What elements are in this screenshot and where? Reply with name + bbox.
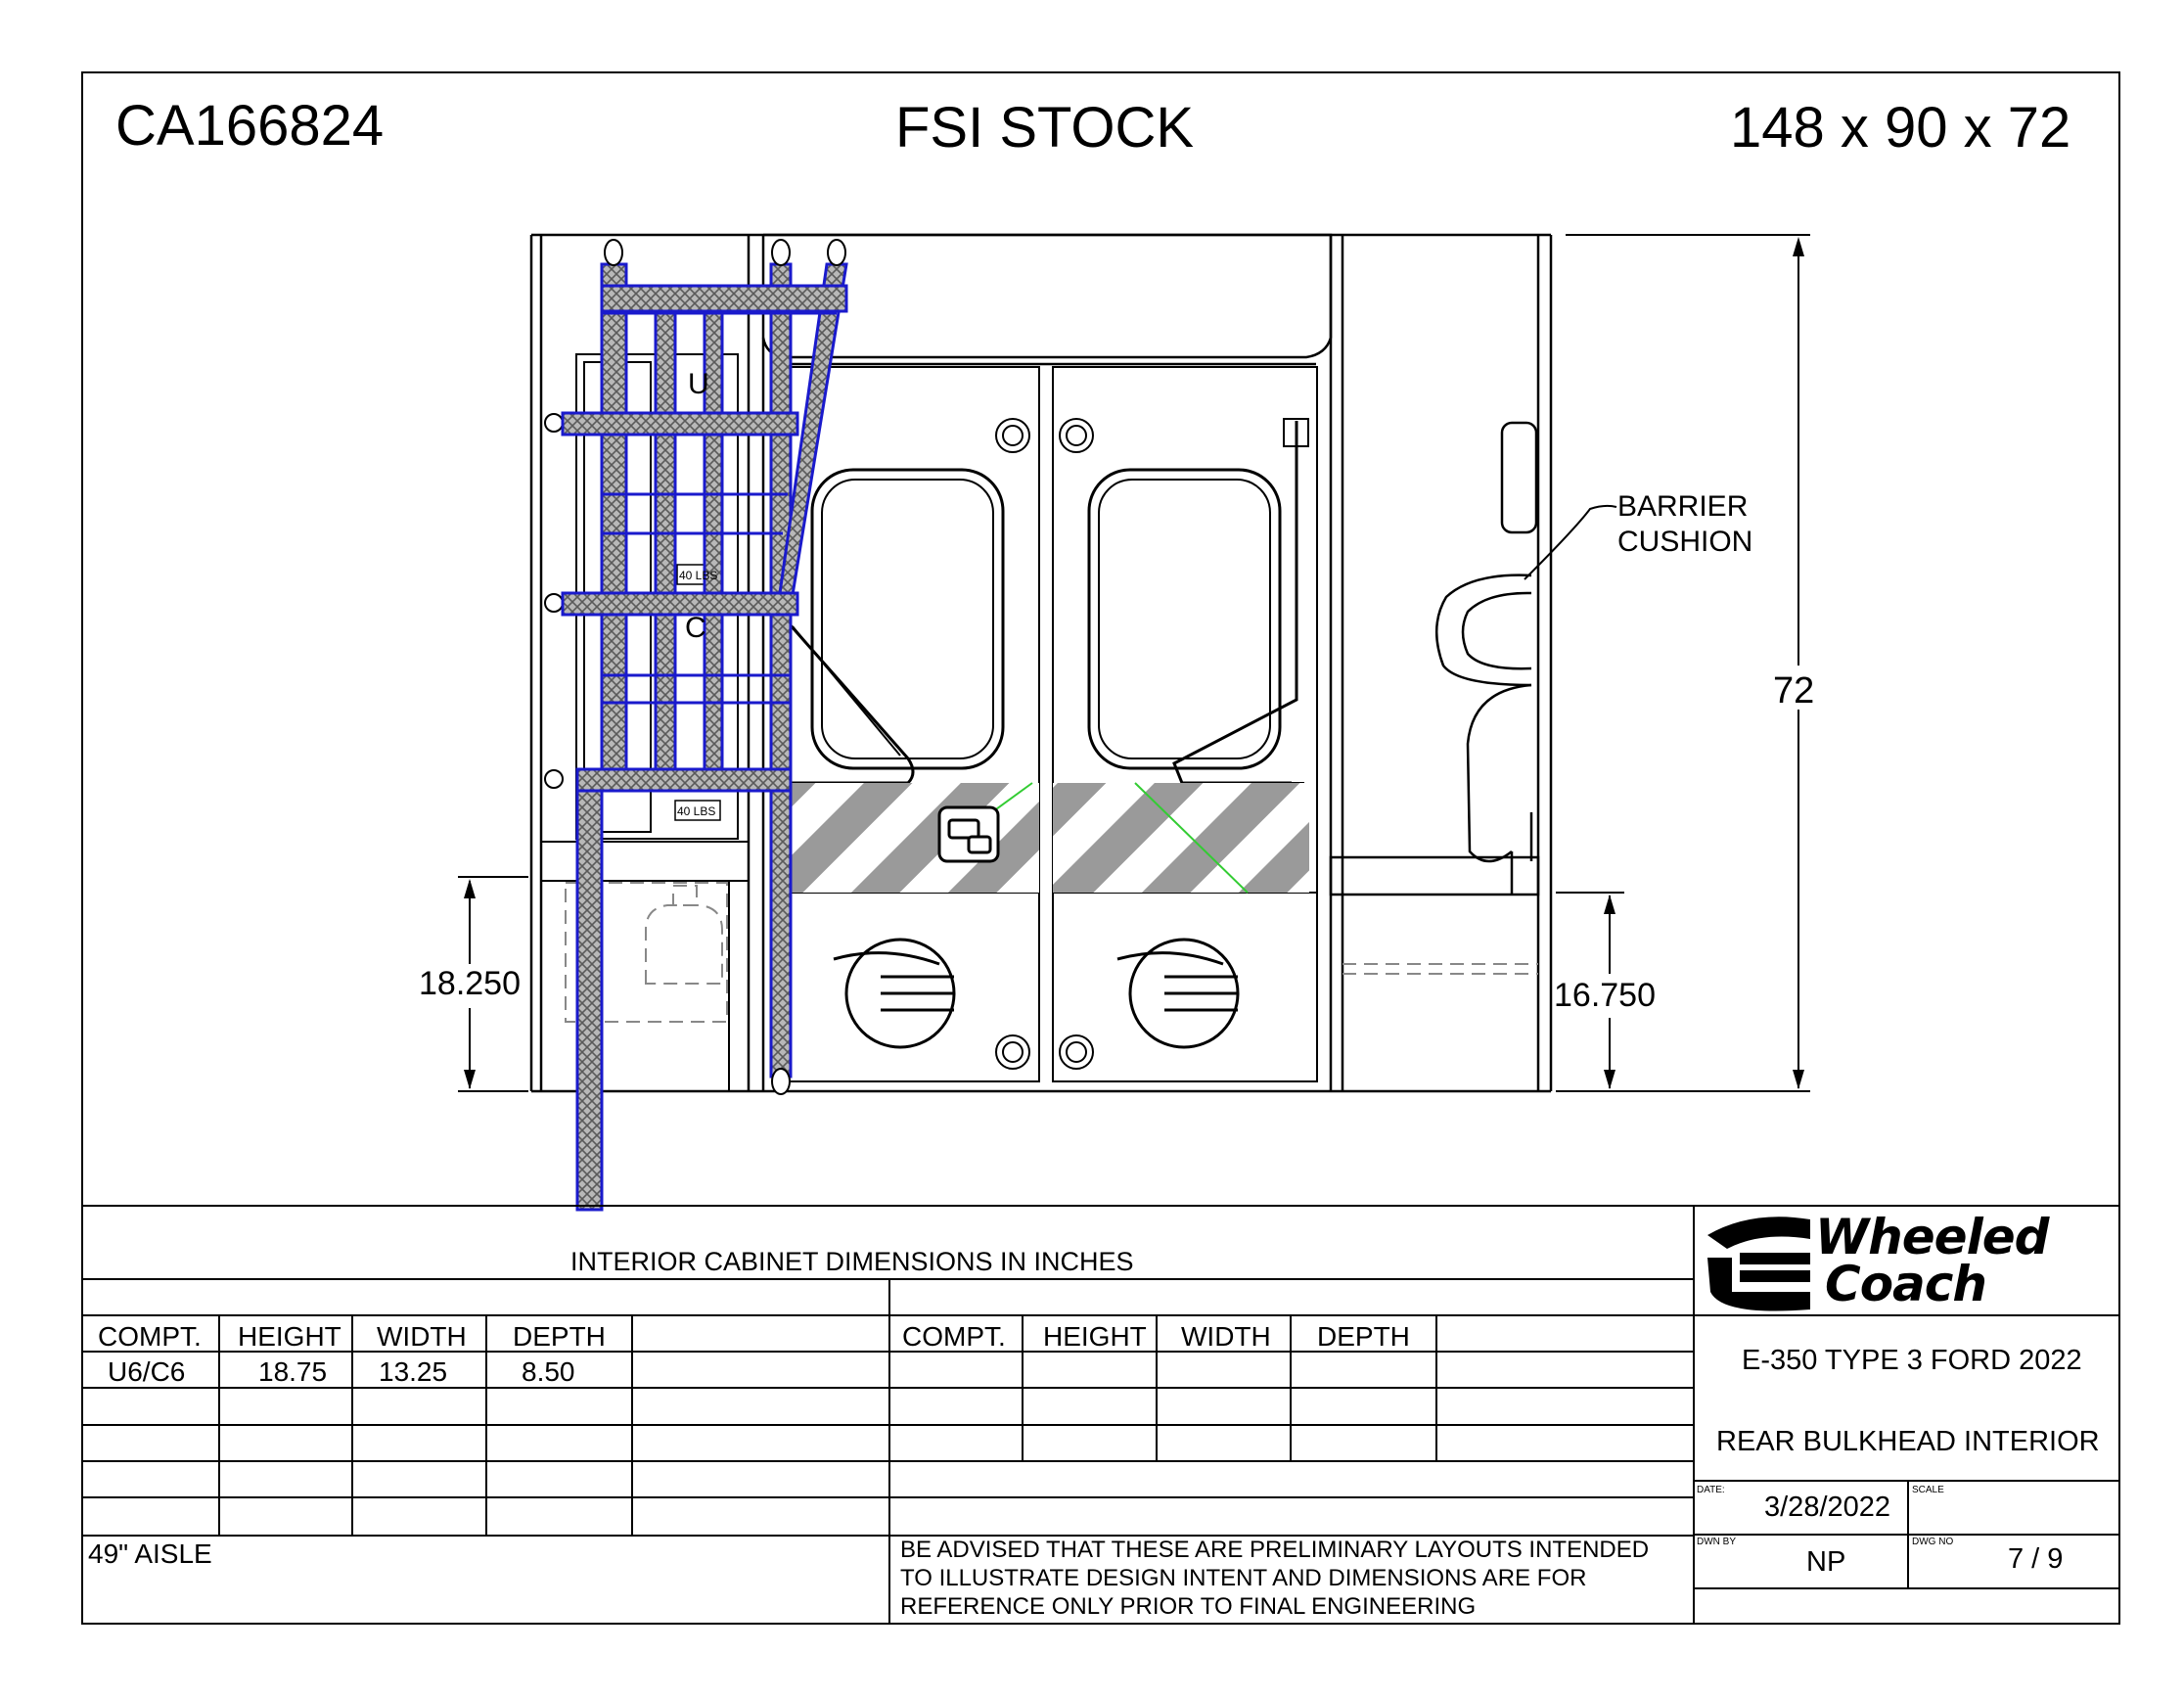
row-width: 13.25 <box>379 1356 448 1387</box>
hatch-panel-right <box>1053 783 1309 893</box>
table-title: INTERIOR CABINET DIMENSIONS IN INCHES <box>570 1247 1134 1276</box>
title-block-grid <box>82 1205 2119 1625</box>
cabinet-label-c: C <box>685 612 706 644</box>
scale-label: SCALE <box>1912 1485 1944 1495</box>
door-logos <box>833 938 1240 1049</box>
header-depth-left: DEPTH <box>513 1321 606 1352</box>
vehicle-model: E-350 TYPE 3 FORD 2022 <box>1742 1345 2082 1376</box>
header-compt-left: COMPT. <box>98 1321 202 1352</box>
header-width-left: WIDTH <box>377 1321 467 1352</box>
dashed-equipment <box>565 882 1538 1023</box>
barrier-cushion-callout: BARRIER CUSHION <box>1617 490 1753 558</box>
right-height-dimension: 16.750 <box>1554 977 1656 1014</box>
weight-label-upper: 40 LBS <box>679 569 718 582</box>
drawing-number-label: DWG NO <box>1912 1537 1954 1547</box>
hatch-panel-left <box>791 783 1039 893</box>
wheeled-coach-logo: Wheeled Coach <box>1815 1209 2049 1312</box>
aisle-note: 49" AISLE <box>88 1538 212 1569</box>
drawing-title: FSI STOCK <box>895 96 1195 160</box>
wheeled-coach-logo-mark <box>1707 1217 1810 1311</box>
overall-height-dimension: 72 <box>1773 670 1815 712</box>
header-depth-right: DEPTH <box>1317 1321 1410 1352</box>
drawing-frame <box>81 71 2120 1625</box>
date-label: DATE: <box>1697 1485 1725 1495</box>
cargo-net <box>561 239 848 1212</box>
left-height-dimension: 18.250 <box>419 965 521 1002</box>
dimension-lines <box>458 234 1810 1092</box>
door-latch <box>937 805 1000 863</box>
sheet-name: REAR BULKHEAD INTERIOR <box>1716 1426 2100 1457</box>
dimension-arrows <box>464 237 1804 1089</box>
weight-label-lower: 40 LBS <box>677 804 716 818</box>
preliminary-note: BE ADVISED THAT THESE ARE PRELIMINARY LA… <box>900 1537 1650 1620</box>
date-value: 3/28/2022 <box>1764 1492 1891 1523</box>
box-dimensions: 148 x 90 x 72 <box>1730 96 2071 160</box>
cabinet-label-u: U <box>688 368 709 400</box>
sheet-number: 7 / 9 <box>2008 1543 2064 1575</box>
bulkhead-walls <box>529 233 1553 1093</box>
header-height-left: HEIGHT <box>238 1321 341 1352</box>
drawing-number: CA166824 <box>115 94 385 158</box>
drawn-by-value: NP <box>1806 1546 1846 1578</box>
header-width-right: WIDTH <box>1181 1321 1271 1352</box>
header-height-right: HEIGHT <box>1043 1321 1147 1352</box>
header-compt-right: COMPT. <box>902 1321 1006 1352</box>
row-compt: U6/C6 <box>108 1356 186 1387</box>
row-depth: 8.50 <box>522 1356 575 1387</box>
drawn-by-label: DWN BY <box>1697 1537 1736 1547</box>
row-height: 18.75 <box>258 1356 328 1387</box>
seat-and-cushion <box>1329 421 1540 896</box>
